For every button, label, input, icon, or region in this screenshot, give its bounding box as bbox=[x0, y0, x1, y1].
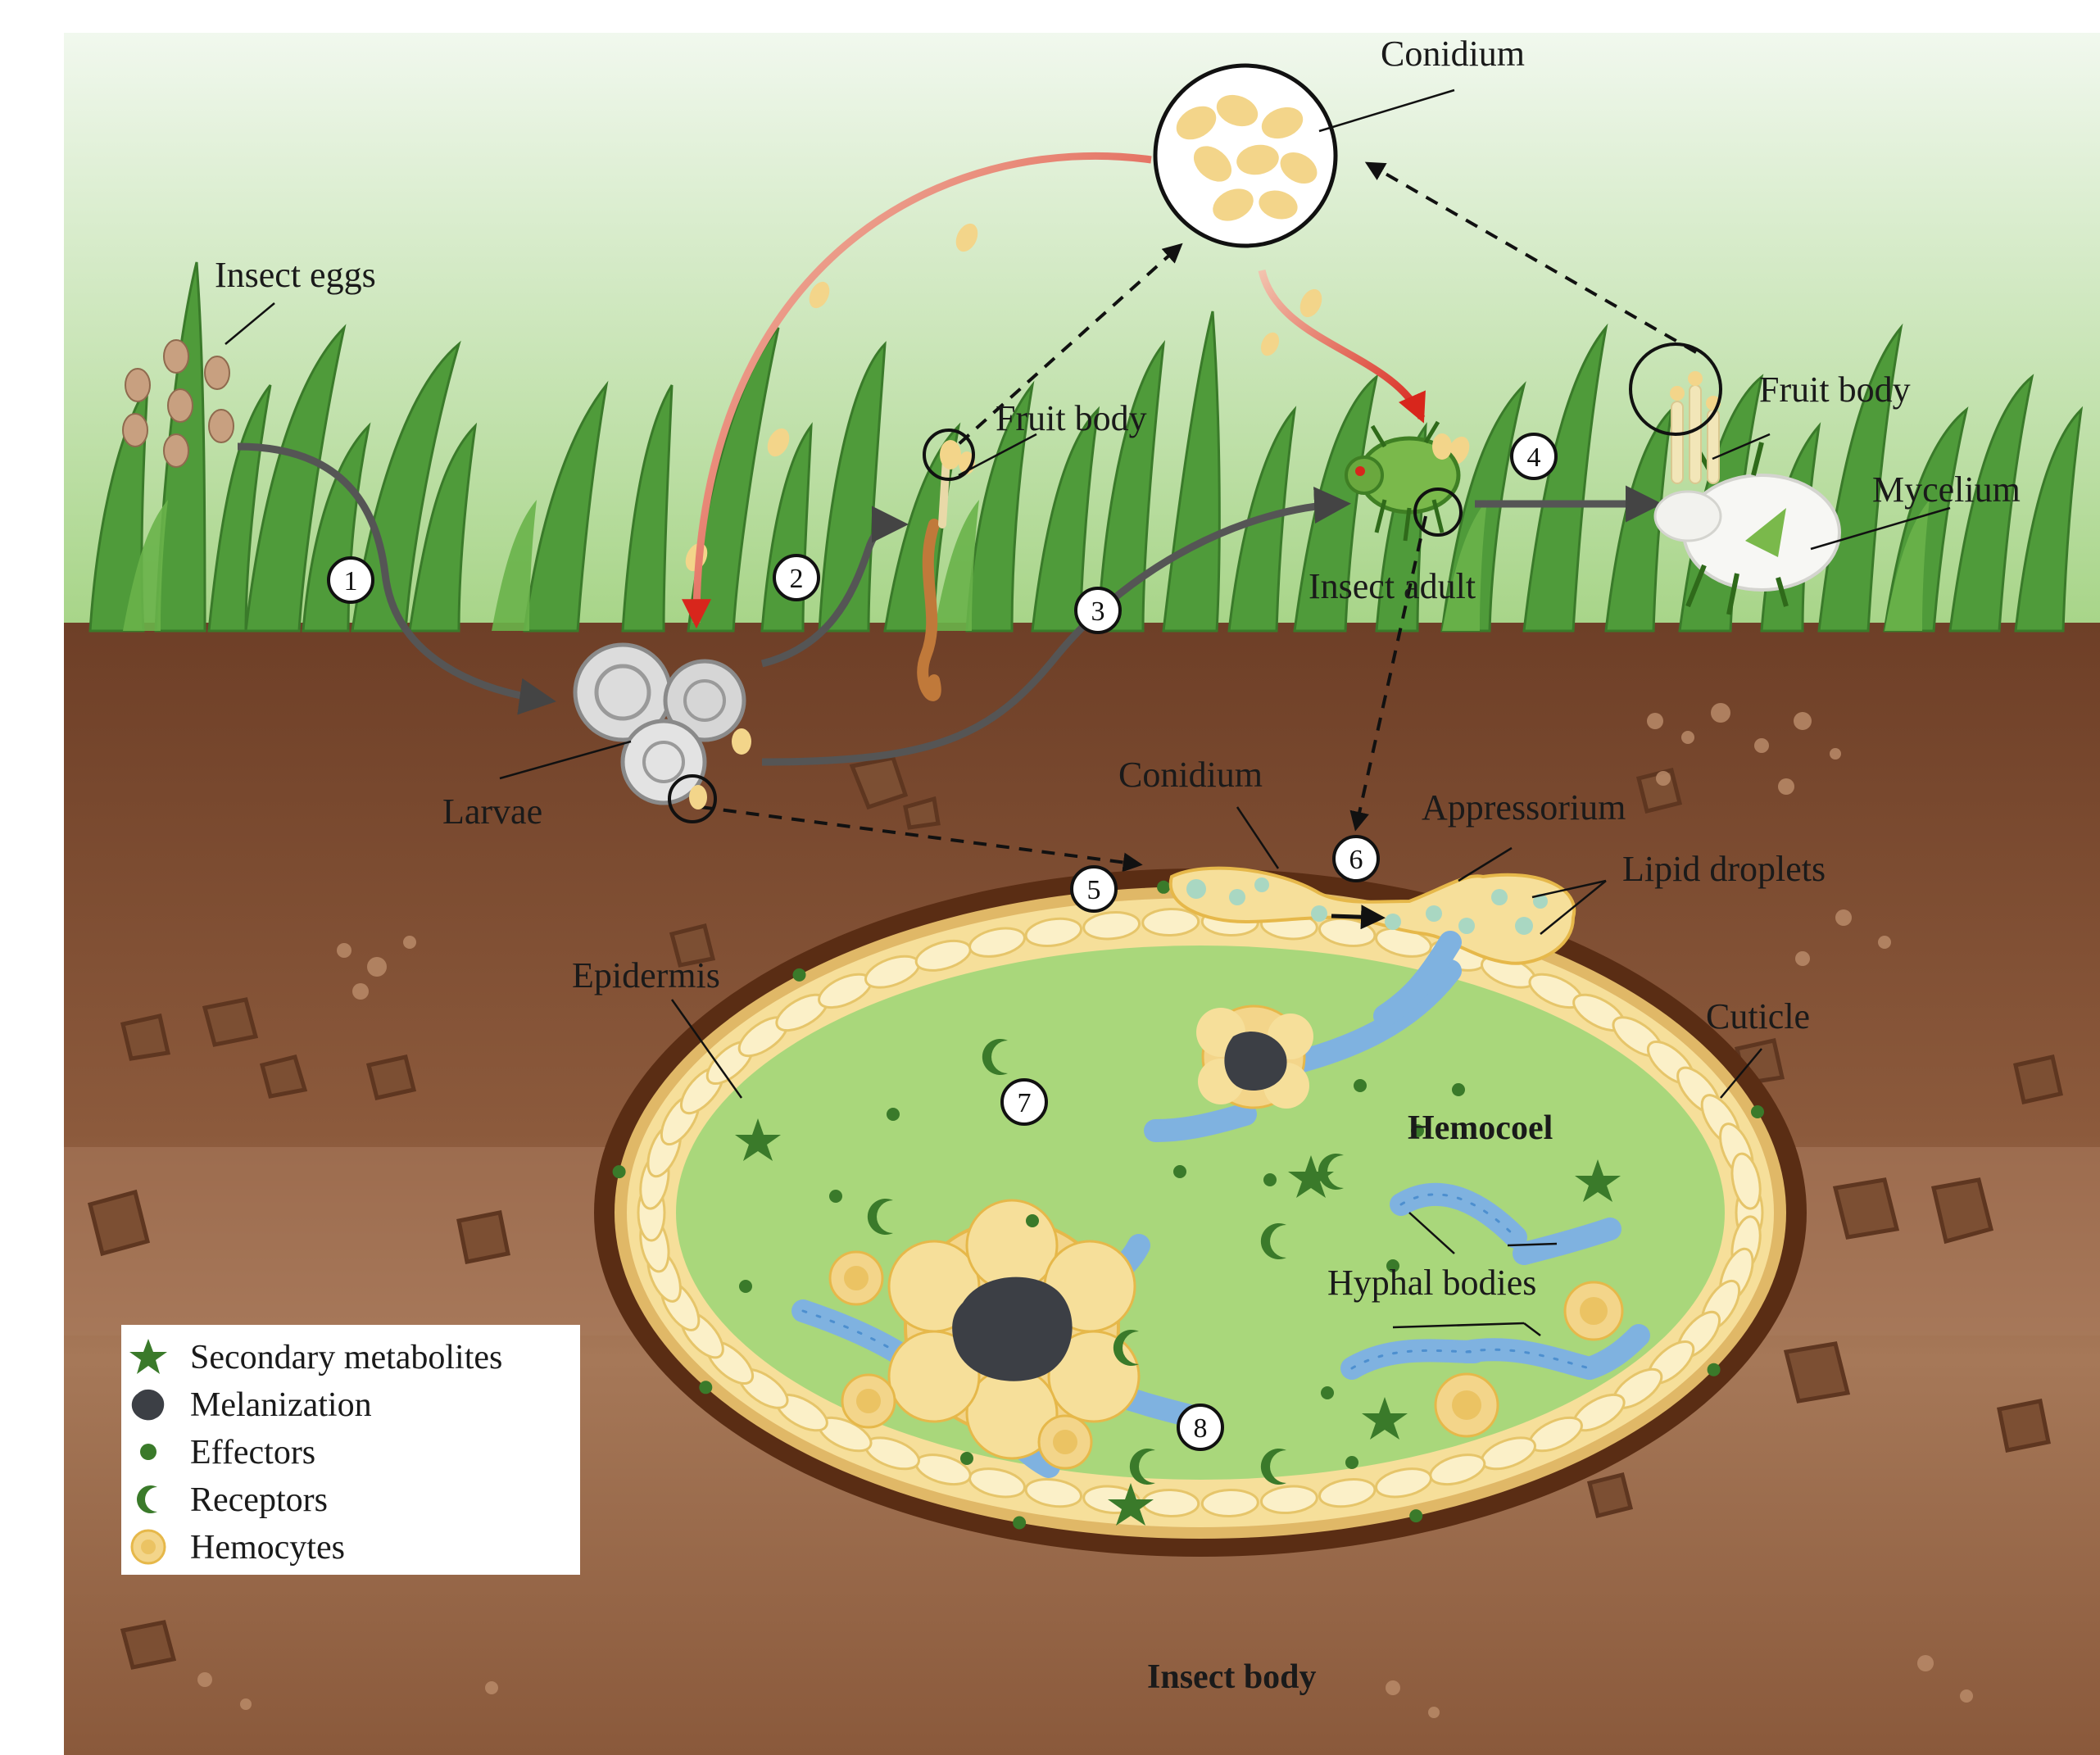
step-number: 6 bbox=[1349, 845, 1363, 875]
effector-dot bbox=[792, 968, 806, 982]
effector-dot bbox=[612, 1165, 626, 1179]
step-number: 1 bbox=[344, 566, 358, 596]
dashed-arrows bbox=[700, 161, 1697, 873]
effector-dot bbox=[1157, 880, 1171, 894]
star-icon bbox=[129, 1339, 167, 1374]
step-number: 2 bbox=[790, 564, 804, 594]
step-marker-3: 3 bbox=[1074, 587, 1122, 634]
step-circle bbox=[327, 556, 374, 604]
insect-body-cross-section bbox=[594, 868, 1807, 1557]
epidermis-cell bbox=[1141, 1488, 1200, 1518]
effector-dot bbox=[1707, 1363, 1721, 1376]
step-circle bbox=[1177, 1404, 1224, 1451]
label-fruit-body-left: Fruit body bbox=[996, 398, 1147, 438]
step-circle bbox=[1510, 433, 1558, 480]
label-larvae: Larvae bbox=[442, 791, 542, 832]
effector-dot bbox=[1751, 1105, 1764, 1118]
epidermis-cell bbox=[968, 927, 1026, 958]
red-spore-arrow-to-adult bbox=[1258, 269, 1426, 424]
grass-front bbox=[123, 500, 1930, 631]
step-marker-5: 5 bbox=[1070, 865, 1118, 913]
epidermis-cell bbox=[1200, 1488, 1259, 1518]
larvae-illustration bbox=[573, 642, 751, 823]
label-insect-adult: Insect adult bbox=[1309, 566, 1476, 606]
infected-insect-mycelium-illustration bbox=[1629, 342, 1841, 615]
label-cuticle: Cuticle bbox=[1706, 996, 1810, 1036]
hemocoel-contents bbox=[735, 959, 1650, 1526]
effector-dot bbox=[1013, 1516, 1027, 1530]
label-conidium-top: Conidium bbox=[1381, 34, 1525, 74]
epidermis-cell bbox=[1318, 1478, 1377, 1508]
step-marker-7: 7 bbox=[1000, 1078, 1048, 1126]
effector-dot bbox=[699, 1381, 713, 1394]
insect-eggs bbox=[122, 339, 234, 468]
legend-label: Hemocytes bbox=[190, 1529, 345, 1567]
legend-label: Receptors bbox=[190, 1481, 328, 1519]
label-insect-eggs: Insect eggs bbox=[215, 255, 376, 295]
epidermis-cell bbox=[1375, 1467, 1432, 1499]
legend: Secondary metabolites Melanization Effec… bbox=[121, 1325, 580, 1575]
step-marker-6: 6 bbox=[1332, 835, 1380, 882]
label-hemocoel: Hemocoel bbox=[1408, 1109, 1553, 1147]
label-hyphal-bodies: Hyphal bodies bbox=[1327, 1263, 1536, 1303]
legend-row-receptors: Receptors bbox=[121, 1476, 580, 1523]
step-number: 7 bbox=[1018, 1088, 1032, 1118]
red-spore-arrow-to-larvae bbox=[682, 152, 1152, 629]
step-circle bbox=[1000, 1078, 1048, 1126]
epidermis-cell bbox=[1260, 1485, 1318, 1515]
step-number: 8 bbox=[1194, 1413, 1208, 1444]
label-leader-lines bbox=[225, 88, 1951, 1099]
step-circle bbox=[1332, 835, 1380, 882]
legend-row-hemocytes: Hemocytes bbox=[121, 1523, 580, 1571]
step-marker-4: 4 bbox=[1510, 433, 1558, 480]
label-epidermis: Epidermis bbox=[572, 955, 720, 995]
step-markers: 1 2 3 4 5 6 7 8 bbox=[327, 433, 1558, 1451]
step-number: 5 bbox=[1087, 875, 1101, 905]
surface-conidium-appressorium bbox=[1168, 866, 1576, 1027]
step-marker-1: 1 bbox=[327, 556, 374, 604]
label-fruit-body-right: Fruit body bbox=[1759, 370, 1911, 410]
step-marker-8: 8 bbox=[1177, 1404, 1224, 1451]
insect-adult-illustration bbox=[1345, 420, 1463, 542]
legend-label: Secondary metabolites bbox=[190, 1339, 503, 1376]
soil-specks bbox=[197, 703, 1973, 1718]
soil-pebbles bbox=[87, 755, 2063, 1670]
effector-dot bbox=[1409, 1509, 1423, 1523]
conidium-circle-top bbox=[1153, 63, 1338, 248]
legend-row-melanization: Melanization bbox=[121, 1381, 580, 1428]
legend-row-effectors: Effectors bbox=[121, 1428, 580, 1476]
label-appressorium: Appressorium bbox=[1422, 787, 1626, 828]
epidermis-cell bbox=[1024, 917, 1083, 947]
epidermis-cell bbox=[1082, 910, 1141, 941]
legend-label: Effectors bbox=[190, 1434, 316, 1472]
label-insect-body: Insect body bbox=[1147, 1658, 1317, 1696]
label-mycelium: Mycelium bbox=[1872, 469, 2021, 510]
step-number: 4 bbox=[1527, 442, 1541, 473]
legend-row-secondary-metabolites: Secondary metabolites bbox=[121, 1333, 580, 1381]
step-circle bbox=[773, 554, 820, 601]
dot-icon bbox=[140, 1444, 156, 1460]
hemocyte-icon bbox=[130, 1529, 166, 1565]
melanization-blob-icon bbox=[131, 1389, 165, 1421]
epidermis-cell bbox=[1024, 1478, 1083, 1508]
epidermis-cell bbox=[1730, 1152, 1762, 1210]
fruit-body-left-illustration bbox=[917, 429, 975, 701]
crescent-icon bbox=[137, 1485, 157, 1513]
step-marker-2: 2 bbox=[773, 554, 820, 601]
legend-label: Melanization bbox=[190, 1386, 372, 1424]
label-conidium-bottom: Conidium bbox=[1118, 755, 1263, 795]
step-circle bbox=[1070, 865, 1118, 913]
label-lipid-droplets: Lipid droplets bbox=[1622, 849, 1826, 889]
step-number: 3 bbox=[1091, 596, 1105, 627]
epidermis-cell bbox=[1141, 907, 1200, 937]
step-circle bbox=[1074, 587, 1122, 634]
